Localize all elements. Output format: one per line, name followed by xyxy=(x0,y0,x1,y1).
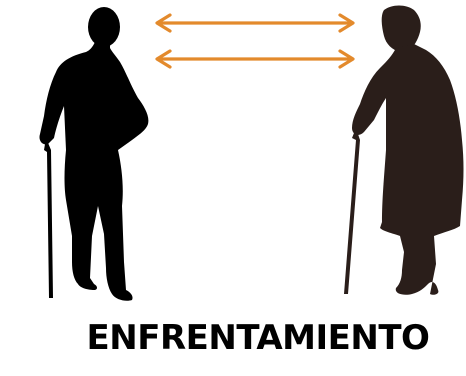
double-arrow-top-icon xyxy=(157,15,353,31)
confrontation-arrows xyxy=(157,15,353,67)
man-head xyxy=(88,7,120,47)
woman-cane-icon xyxy=(344,128,360,294)
elderly-woman-silhouette-icon xyxy=(344,6,464,295)
man-body xyxy=(39,42,148,301)
double-arrow-bottom-icon xyxy=(157,51,353,67)
caption-title: ENFRENTAMIENTO xyxy=(0,318,466,358)
elderly-man-silhouette-icon xyxy=(39,7,148,301)
woman-body xyxy=(352,44,464,295)
man-cane-icon xyxy=(44,138,53,298)
